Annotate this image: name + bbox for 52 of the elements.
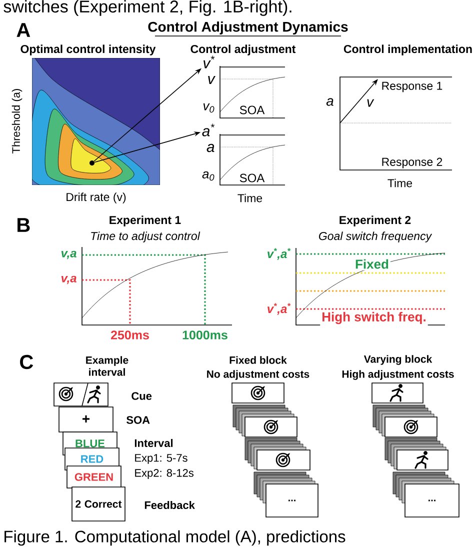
tick-label: 1000ms: [182, 330, 228, 340]
axis-label: Time: [388, 178, 412, 188]
body-text: switches (Experiment 2, Fig. 1B-right).: [4, 0, 292, 16]
screen-card: ...: [404, 484, 460, 518]
symbol-label: v$^{*}$,a$^{*}$: [268, 303, 291, 315]
axis-label: Drift rate (v): [66, 192, 126, 204]
column-heading: Control adjustment: [190, 44, 296, 56]
symbol-label: v,a: [61, 250, 76, 260]
chart-subtitle: Time to adjust control: [91, 232, 200, 242]
chart-title: Experiment 1: [110, 216, 181, 226]
symbol-label: v: [367, 99, 374, 107]
chart-title: Experiment 2: [340, 216, 411, 226]
caption: Figure 1. Computational model (A), predictions: [4, 530, 346, 546]
symbol-label: v$_{0}$: [203, 103, 214, 113]
symbol-label: v: [208, 76, 216, 84]
chart-subtitle: Goal switch frequency: [319, 232, 432, 242]
step-label: Cue: [132, 392, 152, 400]
panel-letter: A: [16, 23, 30, 37]
line-label: High switch freq.: [320, 310, 428, 326]
step-note: Exp1: 5-7s: [135, 454, 188, 464]
symbol-label: a: [326, 98, 334, 106]
screen-card: ...: [266, 484, 318, 518]
screen-card: 2 Correct: [72, 486, 126, 522]
screen-card: GREEN: [66, 466, 122, 488]
column-heading: Control implementation: [344, 44, 472, 56]
step-label: SOA: [126, 416, 150, 424]
axis-label: Time: [238, 194, 262, 202]
panel-letter: B: [18, 218, 30, 232]
symbol-label: a$_{0}$: [202, 171, 214, 181]
response-label: Response 2: [382, 158, 442, 168]
axis-label: SOA: [240, 106, 265, 114]
step-label: Interval: [134, 438, 173, 448]
symbol-label: v,a: [61, 276, 76, 284]
symbol-label: a: [206, 144, 214, 152]
response-label: Response 1: [382, 82, 442, 92]
column-heading: Varying block: [364, 355, 432, 365]
point-marker: [90, 160, 94, 166]
axis-label: SOA: [240, 174, 265, 182]
screen-card: +: [58, 406, 114, 432]
step-label: Feedback: [144, 500, 195, 510]
line-label: Fixed: [354, 258, 390, 270]
column-heading: Fixed block: [230, 356, 287, 364]
symbol-label: a$^{*}$: [202, 124, 215, 136]
symbol-label: v$^{*}$: [204, 56, 215, 68]
step-note: Exp2: 8-12s: [135, 469, 194, 479]
axis-label: Threshold (a): [12, 89, 22, 154]
column-heading: Optimal control intensity: [20, 44, 156, 56]
tick-label: 250ms: [110, 330, 149, 340]
symbol-label: v$^{*}$,a$^{*}$: [268, 248, 291, 260]
column-heading: Example interval: [86, 356, 128, 376]
panel-title: Control Adjustment Dynamics: [148, 21, 348, 35]
panel-letter: C: [20, 354, 34, 370]
